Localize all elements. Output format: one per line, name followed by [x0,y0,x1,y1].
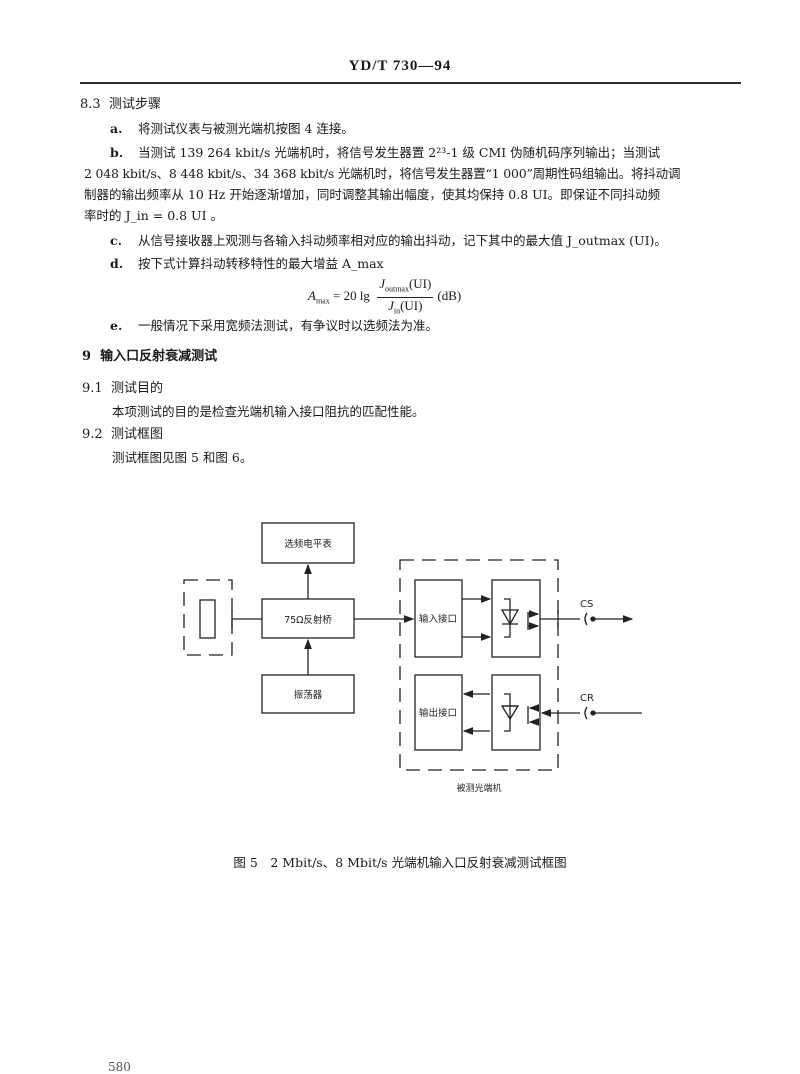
optical-tx-box [491,579,541,658]
header-rule [80,82,741,84]
formula-fraction: Joutmax(UI) Jin(UI) [377,276,434,318]
step-marker: c. [110,233,122,248]
section-title: 输入口反射衰减测试 [100,349,218,364]
section-title: 测试目的 [110,381,163,396]
section-number: 9.2 [82,427,103,442]
step-c: c. 从信号接收器上观测与各输入抖动频率相对应的输出抖动，记下其中的最大值 J_o… [110,232,667,250]
step-text: 将测试仪表与被测光端机按图 4 连接。 [138,121,354,136]
section-9-2-heading: 9.2 测试框图 [82,426,163,444]
cr-port-label: CR [580,693,594,704]
formula-unit: (dB) [437,288,462,304]
formula-denominator: J [388,297,394,313]
formula-lhs: A [308,288,316,304]
formula-numerator-unit: (UI) [408,276,432,291]
formula-denominator-sub: in [393,306,401,316]
formula-numerator-sub: outmax [384,284,409,294]
step-marker: d. [110,256,124,271]
input-interface-box [414,579,463,658]
section-title: 测试步骤 [108,97,161,112]
dut-dashed-box [399,559,559,771]
step-text: 按下式计算抖动转移特性的最大增益 A_max [138,256,384,271]
figure-caption: 图 5 2 Mbit/s、8 Mbit/s 光端机输入口反射衰减测试框图 [233,855,567,870]
step-b-line-3: 制器的输出频率从 10 Hz 开始逐渐增加，同时调整其输出幅度，使其均保持 0.… [84,187,661,202]
section-number: 9 [82,349,92,364]
step-marker: b. [110,145,124,160]
step-d: d. 按下式计算抖动转移特性的最大增益 A_max [110,255,384,273]
formula-lhs-sub: max [315,296,330,306]
section-9-1-heading: 9.1 测试目的 [82,380,163,398]
section-number: 9.1 [82,381,103,396]
step-text: 当测试 139 264 kbit/s 光端机时，将信号发生器置 2²³-1 级 … [138,145,661,160]
step-b-line-4: 率时的 J_in = 0.8 UI 。 [84,208,224,223]
step-b-line-2: 2 048 kbit/s、8 448 kbit/s、34 368 kbit/s … [84,166,681,181]
level-meter-label: 选频电平表 [284,538,332,550]
gain-formula: Amax = 20 lg Joutmax(UI) Jin(UI) (dB) [308,276,461,318]
output-interface-box [414,674,463,751]
level-meter-box [261,522,355,564]
step-a: a. 将测试仪表与被测光端机按图 4 连接。 [110,120,354,138]
optical-rx-box [491,674,541,751]
termination-resistor [199,599,216,639]
step-text: 一般情况下采用宽频法测试，有争议时以选频法为准。 [138,318,439,333]
formula-eq: = 20 lg [332,288,370,304]
page-number: 580 [108,1060,131,1074]
section-8-3-heading: 8.3 测试步骤 [80,96,161,114]
section-title: 测试框图 [110,427,163,442]
step-e: e. 一般情况下采用宽频法测试，有争议时以选频法为准。 [110,317,438,335]
oscillator-label: 振荡器 [294,689,323,701]
section-9-2-body: 测试框图见图 5 和图 6。 [112,450,253,465]
step-marker: a. [110,121,123,136]
step-text: 从信号接收器上观测与各输入抖动频率相对应的输出抖动，记下其中的最大值 J_out… [138,233,667,248]
dut-label: 被测光端机 [456,782,501,794]
formula-denominator-unit: (UI) [400,297,423,313]
output-interface-label: 输出接口 [419,707,457,719]
bridge-label: 75Ω反射桥 [284,614,332,626]
formula-numerator: J [379,276,385,291]
section-number: 8.3 [80,97,101,112]
input-interface-label: 输入接口 [419,613,457,625]
section-9-heading: 9 输入口反射衰减测试 [82,348,217,366]
termination-dashed-box [183,579,233,656]
step-marker: e. [110,318,123,333]
section-9-1-body: 本项测试的目的是检查光端机输入接口阻抗的匹配性能。 [112,404,425,419]
cs-port-label: CS [580,599,593,610]
step-b-line-1: b. 当测试 139 264 kbit/s 光端机时，将信号发生器置 2²³-1 … [110,144,660,162]
standard-code-header: YD/T 730—94 [348,58,452,74]
